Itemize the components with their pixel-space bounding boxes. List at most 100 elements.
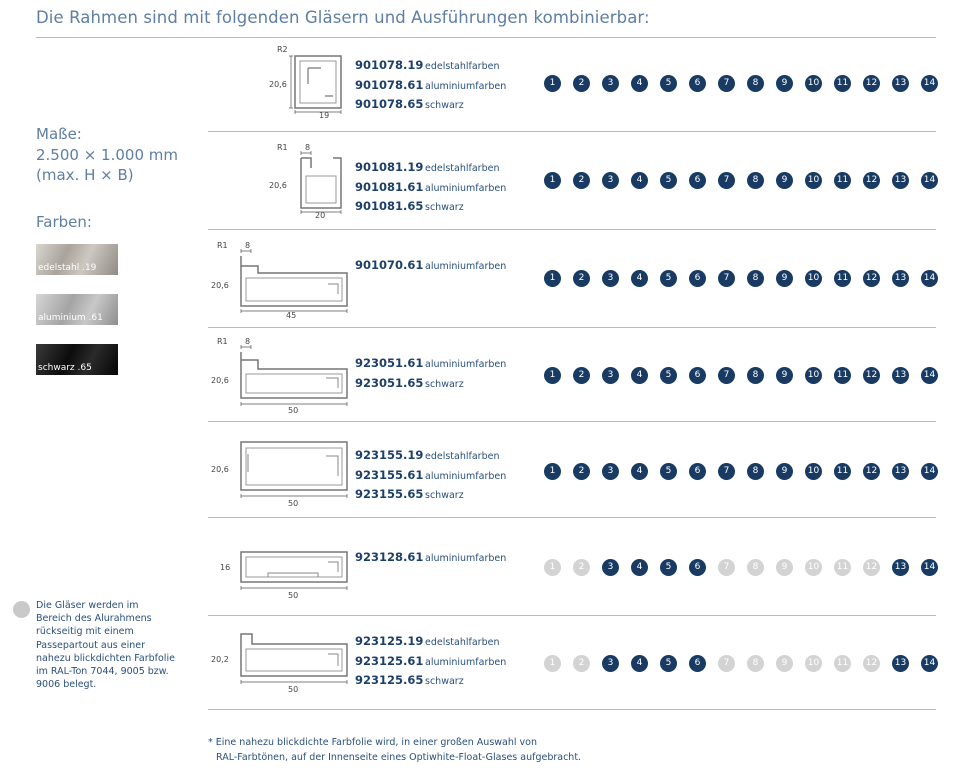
glass-number-badge: 6 bbox=[689, 655, 706, 672]
glass-number-badge: 1 bbox=[544, 270, 561, 287]
glass-number-badge: 5 bbox=[660, 559, 677, 576]
glass-number-badge: 2 bbox=[573, 367, 590, 384]
glass-number-badge: 10 bbox=[805, 75, 822, 92]
glass-number-badge: 9 bbox=[776, 172, 793, 189]
glass-number-badge: 6 bbox=[689, 75, 706, 92]
glass-number-badge: 14 bbox=[921, 172, 938, 189]
row-divider bbox=[208, 421, 936, 422]
height-label: 20,2 bbox=[211, 655, 229, 664]
footnote-line-2: RAL-Farbtönen, auf der Innenseite eines … bbox=[216, 752, 582, 763]
glass-number-badge: 6 bbox=[689, 367, 706, 384]
glass-number-badge: 11 bbox=[834, 655, 851, 672]
glass-number-badge: 10 bbox=[805, 367, 822, 384]
glass-number-badge: 1 bbox=[544, 75, 561, 92]
glass-number-badge: 1 bbox=[544, 559, 561, 576]
glass-number-badge: 9 bbox=[776, 270, 793, 287]
height-label: 16 bbox=[220, 563, 230, 572]
glass-number-badge: 4 bbox=[631, 75, 648, 92]
glass-number-badge: 10 bbox=[805, 655, 822, 672]
glass-number-badge: 12 bbox=[863, 463, 880, 480]
height-label: 20,6 bbox=[211, 376, 229, 385]
profile-drawing: 16 50 bbox=[220, 551, 348, 600]
article-number: 923125.19 bbox=[355, 634, 424, 648]
glass-number-badge: 12 bbox=[863, 655, 880, 672]
glass-number-badge: 2 bbox=[573, 172, 590, 189]
glass-number-badge: 2 bbox=[573, 559, 590, 576]
radius-label: R1 bbox=[277, 143, 288, 152]
article-number: 923155.19 bbox=[355, 448, 424, 462]
glass-number-badge: 12 bbox=[863, 270, 880, 287]
glass-number-badge: 10 bbox=[805, 463, 822, 480]
glass-number-badge: 4 bbox=[631, 367, 648, 384]
glass-number-badge: 8 bbox=[747, 172, 764, 189]
glass-number-badge: 7 bbox=[718, 270, 735, 287]
dimensions-value: 2.500 × 1.000 mm (max. H × B) bbox=[36, 145, 178, 185]
glass-number-badge: 4 bbox=[631, 270, 648, 287]
glass-number-badge: 5 bbox=[660, 172, 677, 189]
radius-label: R2 bbox=[277, 45, 288, 54]
glass-number-badge: 10 bbox=[805, 270, 822, 287]
glass-number-badge: 7 bbox=[718, 655, 735, 672]
finish-label: aluminiumfarben bbox=[425, 261, 507, 272]
glass-number-badge: 8 bbox=[747, 75, 764, 92]
height-label: 20,6 bbox=[211, 465, 229, 474]
glass-number-badge: 2 bbox=[573, 75, 590, 92]
glass-number-badge: 4 bbox=[631, 655, 648, 672]
swatch-edelstahl: edelstahl .19 bbox=[36, 244, 118, 275]
glass-number-badge: 11 bbox=[834, 559, 851, 576]
glass-number-badge: 13 bbox=[892, 75, 909, 92]
glass-number-badge: 6 bbox=[689, 270, 706, 287]
glass-number-badge: 6 bbox=[689, 172, 706, 189]
glass-number-badge: 4 bbox=[631, 463, 648, 480]
glass-number-badge: 12 bbox=[863, 367, 880, 384]
glass-number-badge: 1 bbox=[544, 463, 561, 480]
glass-number-badge: 8 bbox=[747, 270, 764, 287]
glass-number-badge: 14 bbox=[921, 655, 938, 672]
glass-number-badge: 14 bbox=[921, 75, 938, 92]
footnote: * Eine nahezu blickdichte Farbfolie wird… bbox=[208, 735, 581, 765]
glass-number-badge: 3 bbox=[602, 270, 619, 287]
glass-number-badge: 2 bbox=[573, 655, 590, 672]
glass-number-badge: 11 bbox=[834, 270, 851, 287]
glass-number-badge: 14 bbox=[921, 367, 938, 384]
swatch-label: aluminium .61 bbox=[38, 313, 103, 323]
glass-number-badge: 7 bbox=[718, 463, 735, 480]
article-number: 901081.65 bbox=[355, 199, 424, 213]
row-divider bbox=[208, 327, 936, 328]
page-heading: Die Rahmen sind mit folgenden Gläsern un… bbox=[36, 8, 650, 27]
finish-label: schwarz bbox=[425, 100, 464, 111]
article-number: 923051.61 bbox=[355, 356, 424, 370]
glass-number-badge: 3 bbox=[602, 463, 619, 480]
glass-number-badge: 3 bbox=[602, 172, 619, 189]
glass-number-badge: 13 bbox=[892, 559, 909, 576]
dimensions-label: Maße: bbox=[36, 125, 82, 143]
finish-label: schwarz bbox=[425, 202, 464, 213]
glass-number-badge: 14 bbox=[921, 463, 938, 480]
finish-label: aluminiumfarben bbox=[425, 470, 507, 482]
glass-number-badge: 14 bbox=[921, 270, 938, 287]
glass-number-badge: 5 bbox=[660, 270, 677, 287]
profile-drawing: R1 8 20,6 45 bbox=[211, 241, 348, 320]
glass-number-badge: 7 bbox=[718, 75, 735, 92]
article-number: 901078.19 bbox=[355, 58, 424, 72]
glass-number-badge: 3 bbox=[602, 655, 619, 672]
row-divider bbox=[208, 615, 936, 616]
finish-label: aluminiumfarben bbox=[425, 80, 507, 92]
width-label: 50 bbox=[288, 591, 298, 600]
glass-number-badge: 9 bbox=[776, 367, 793, 384]
glass-number-badge: 7 bbox=[718, 172, 735, 189]
